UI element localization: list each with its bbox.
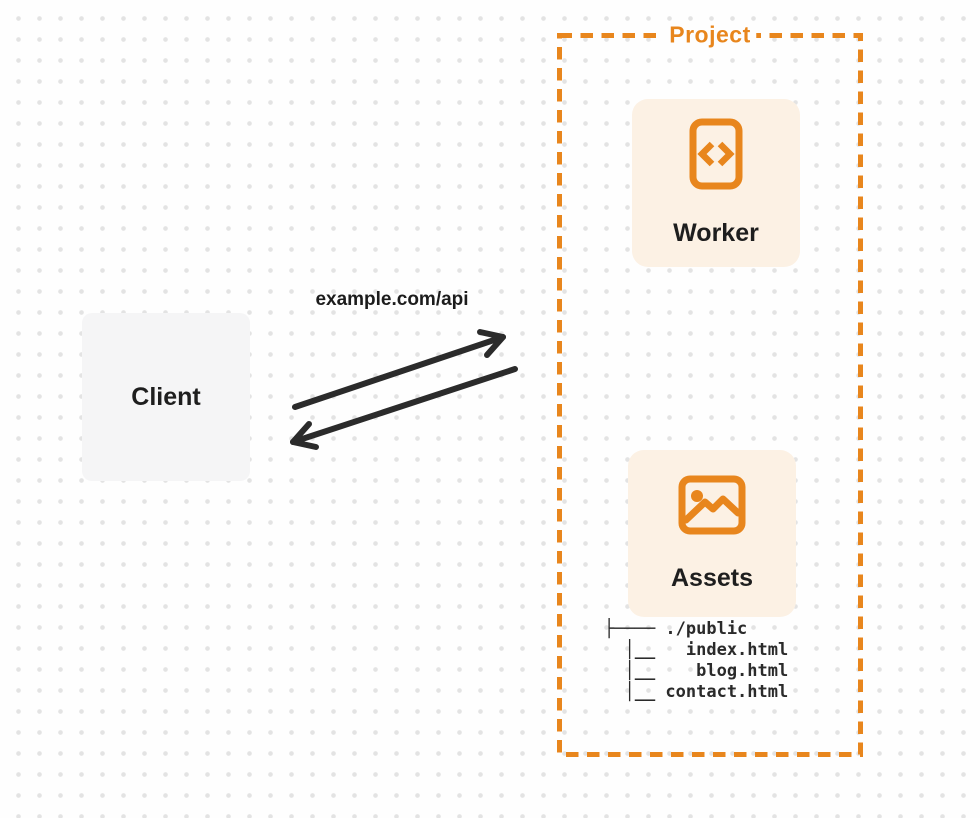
request-url-label: example.com/api — [315, 289, 469, 310]
assets-file-tree: ├──── ./public │__ index.html │__ blog.h… — [604, 619, 789, 702]
worker-node: Worker — [632, 99, 800, 267]
assets-label: Assets — [671, 563, 753, 592]
request-arrow — [292, 334, 506, 410]
response-arrowhead-icon — [290, 421, 319, 450]
assets-node: Assets — [628, 450, 796, 617]
code-file-icon — [689, 118, 743, 195]
client-node: Client — [82, 313, 250, 481]
image-icon — [678, 475, 746, 540]
client-label: Client — [131, 382, 201, 411]
project-label: Project — [663, 21, 757, 49]
response-arrow — [290, 366, 518, 445]
request-arrowhead-icon — [477, 329, 506, 358]
worker-label: Worker — [673, 219, 759, 247]
